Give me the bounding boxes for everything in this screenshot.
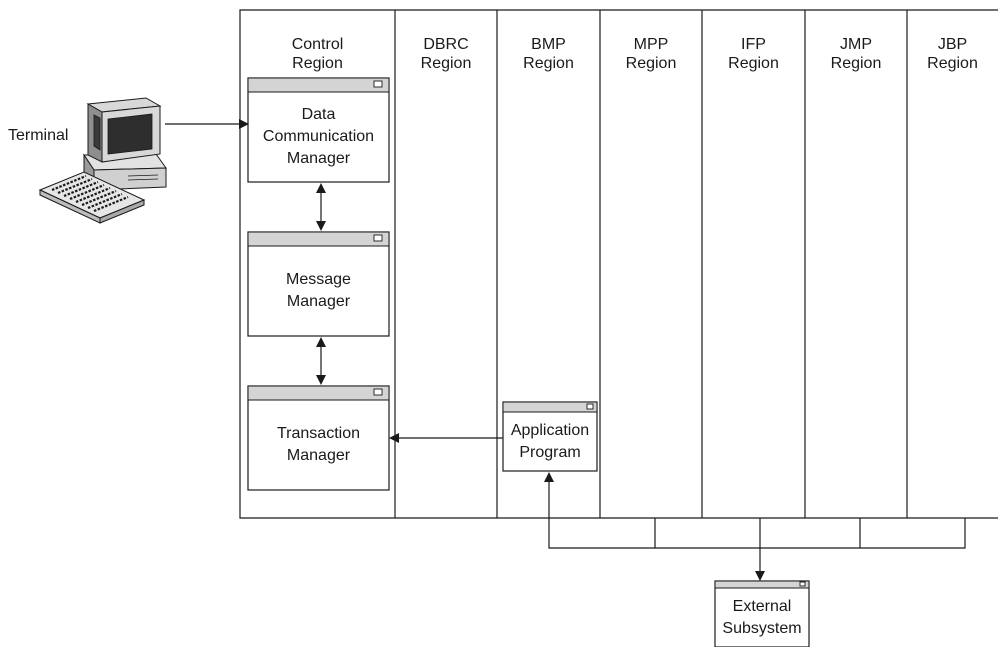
region-header-line2: Region <box>927 55 978 72</box>
region-header-line1: DBRC <box>423 36 469 53</box>
dcm-label: Data Communication Manager <box>248 92 389 182</box>
ext-label: External Subsystem <box>715 588 809 647</box>
dcm-label-line3: Manager <box>286 150 351 167</box>
terminal-label: Terminal <box>8 127 69 144</box>
data-communication-manager-box <box>247 77 390 183</box>
region-header-line2: Region <box>420 55 472 72</box>
mm-label-line1: Message <box>286 271 351 288</box>
ext-label-line1: External <box>732 597 792 615</box>
ext-label-line2: Subsystem <box>722 619 802 637</box>
region-header-mpp: MPP Region <box>600 35 702 73</box>
mm-tm-double-arrow <box>316 337 326 385</box>
region-header-line2: Region <box>625 55 677 72</box>
region-header-jbp: JBP Region <box>907 35 998 73</box>
external-subsystem-box <box>714 580 810 647</box>
tm-label-line2: Manager <box>286 447 351 464</box>
app-label: Application Program <box>503 412 597 471</box>
region-header-line1: MPP <box>633 36 669 53</box>
region-header-line2: Region <box>728 55 779 72</box>
region-frame <box>239 9 998 519</box>
computer-terminal-icon <box>38 97 167 224</box>
region-header-line2: Region <box>830 55 882 72</box>
tm-label: Transaction Manager <box>248 400 389 490</box>
region-header-ifp: IFP Region <box>702 35 805 73</box>
region-header-bmp: BMP Region <box>497 35 600 73</box>
region-header-line2: Region <box>292 55 343 72</box>
app-label-line2: Program <box>519 443 581 461</box>
region-header-line1: BMP <box>531 36 566 53</box>
region-header-line1: JBP <box>937 36 968 53</box>
application-program-box <box>502 401 598 472</box>
dcm-label-line2: Communication <box>262 128 375 145</box>
tm-label-line1: Transaction <box>277 425 360 442</box>
region-header-jmp: JMP Region <box>805 35 907 73</box>
external-subsystem-connector <box>544 472 966 581</box>
region-header-line2: Region <box>523 55 574 72</box>
app-label-line1: Application <box>510 421 590 439</box>
dcm-label-line1: Data <box>301 106 336 123</box>
mm-label: Message Manager <box>248 246 389 336</box>
region-header-line1: Control <box>291 36 344 53</box>
dcm-mm-double-arrow <box>316 183 326 231</box>
mm-label-line2: Manager <box>286 293 351 310</box>
region-header-control: Control Region <box>240 35 395 73</box>
region-header-line1: JMP <box>840 36 872 53</box>
terminal-to-dcm-arrow <box>165 119 249 129</box>
transaction-manager-box <box>247 385 390 491</box>
region-header-line1: IFP <box>741 36 766 53</box>
message-manager-box <box>247 231 390 337</box>
app-to-tm-arrow <box>389 433 503 443</box>
region-header-dbrc: DBRC Region <box>395 35 497 73</box>
